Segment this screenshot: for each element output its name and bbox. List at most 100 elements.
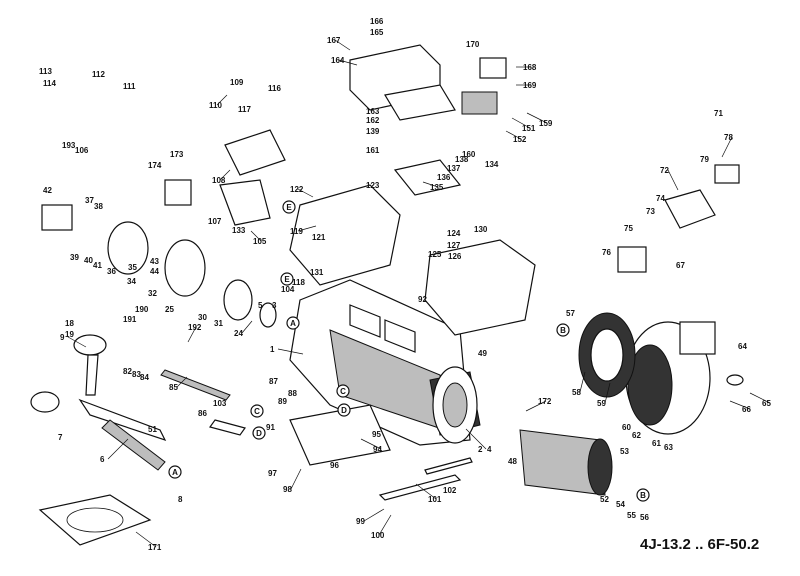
part-number-190: 190 [135,305,149,314]
motor-cover-inner [627,344,673,426]
part-number-139: 139 [366,127,380,136]
part-number-166: 166 [370,17,384,26]
leader-line-65 [749,392,771,404]
piston [73,334,107,356]
part-number-4: 4 [487,445,492,454]
part-number-126: 126 [448,252,462,261]
part-number-64: 64 [738,342,747,351]
part-number-193: 193 [62,141,76,150]
reference-marker-e: E [282,200,296,214]
part-number-114: 114 [43,79,56,88]
part-number-102: 102 [443,486,457,495]
part-number-82: 82 [123,367,132,376]
reference-marker-label: E [286,203,292,212]
bushing [259,302,277,328]
reference-marker-c: C [336,384,350,398]
reference-marker-label: D [256,429,262,438]
part-number-5: 5 [258,301,263,310]
reference-marker-label: A [172,468,178,477]
reference-marker-a: A [286,316,300,330]
part-number-66: 66 [742,405,751,414]
compressor-parts [30,44,744,546]
part-number-58: 58 [572,388,581,397]
part-number-67: 67 [676,261,685,270]
part-number-96: 96 [330,461,339,470]
leader-line-9 [67,336,87,348]
part-number-79: 79 [700,155,709,164]
part-number-100: 100 [371,531,385,540]
part-number-94: 94 [373,445,382,454]
leader-line-98 [290,468,302,490]
part-number-74: 74 [656,194,665,203]
part-number-107: 107 [208,217,222,226]
part-number-39: 39 [70,253,79,262]
reference-marker-a: A [168,465,182,479]
gasket-ring [223,279,253,321]
part-number-65: 65 [762,399,771,408]
part-number-101: 101 [428,495,442,504]
oil-tube [160,369,231,401]
part-number-91: 91 [266,423,275,432]
part-number-122: 122 [290,185,304,194]
connecting-rod [85,354,99,396]
terminal-block [461,91,498,115]
part-number-135: 135 [430,183,444,192]
part-number-41: 41 [93,261,102,270]
mounting-bolt-end [726,374,744,386]
discharge-flange [164,179,192,206]
part-number-24: 24 [234,329,243,338]
cylinder-bores [349,304,416,353]
part-number-116: 116 [268,84,281,93]
part-number-160: 160 [462,150,476,159]
part-number-7: 7 [58,433,63,442]
leader-line-66 [729,400,751,410]
part-number-105: 105 [253,237,267,246]
reference-marker-label: D [341,406,347,415]
part-number-59: 59 [597,399,606,408]
reference-marker-e: E [280,272,294,286]
reference-marker-c: C [250,404,264,418]
part-number-87: 87 [269,377,278,386]
leader-line-58 [579,371,586,393]
suction-valve-body [664,189,716,229]
gasket-set [38,494,152,546]
part-number-161: 161 [366,146,380,155]
oil-pump [107,221,149,275]
leader-line-105 [250,230,262,242]
discharge-valve-body [224,129,286,176]
leader-line-99 [363,508,385,522]
part-number-167: 167 [327,36,341,45]
terminal-plate-inner [590,328,624,382]
part-number-85: 85 [169,383,178,392]
part-number-86: 86 [198,409,207,418]
part-number-169: 169 [523,81,537,90]
part-number-92: 92 [418,295,427,304]
part-number-72: 72 [660,166,669,175]
part-number-30: 30 [198,313,207,322]
part-number-2: 2 [478,445,483,454]
part-number-134: 134 [485,160,499,169]
leader-line-110 [216,94,228,106]
reference-marker-d: D [252,426,266,440]
part-number-191: 191 [123,315,137,324]
part-number-106: 106 [75,146,89,155]
part-number-84: 84 [140,373,149,382]
part-number-159: 159 [539,119,553,128]
part-number-75: 75 [624,224,633,233]
part-number-3: 3 [272,301,277,310]
reference-marker-label: C [254,407,260,416]
part-number-103: 103 [213,399,227,408]
leader-line-172 [525,400,547,412]
part-number-152: 152 [513,135,527,144]
part-number-60: 60 [622,423,631,432]
part-number-61: 61 [652,439,661,448]
part-number-25: 25 [165,305,174,314]
part-number-173: 173 [170,150,184,159]
oil-pressure-line [209,419,246,436]
part-number-118: 118 [292,278,305,287]
leader-line-159 [526,112,548,124]
part-number-19: 19 [65,330,74,339]
part-number-34: 34 [127,277,136,286]
